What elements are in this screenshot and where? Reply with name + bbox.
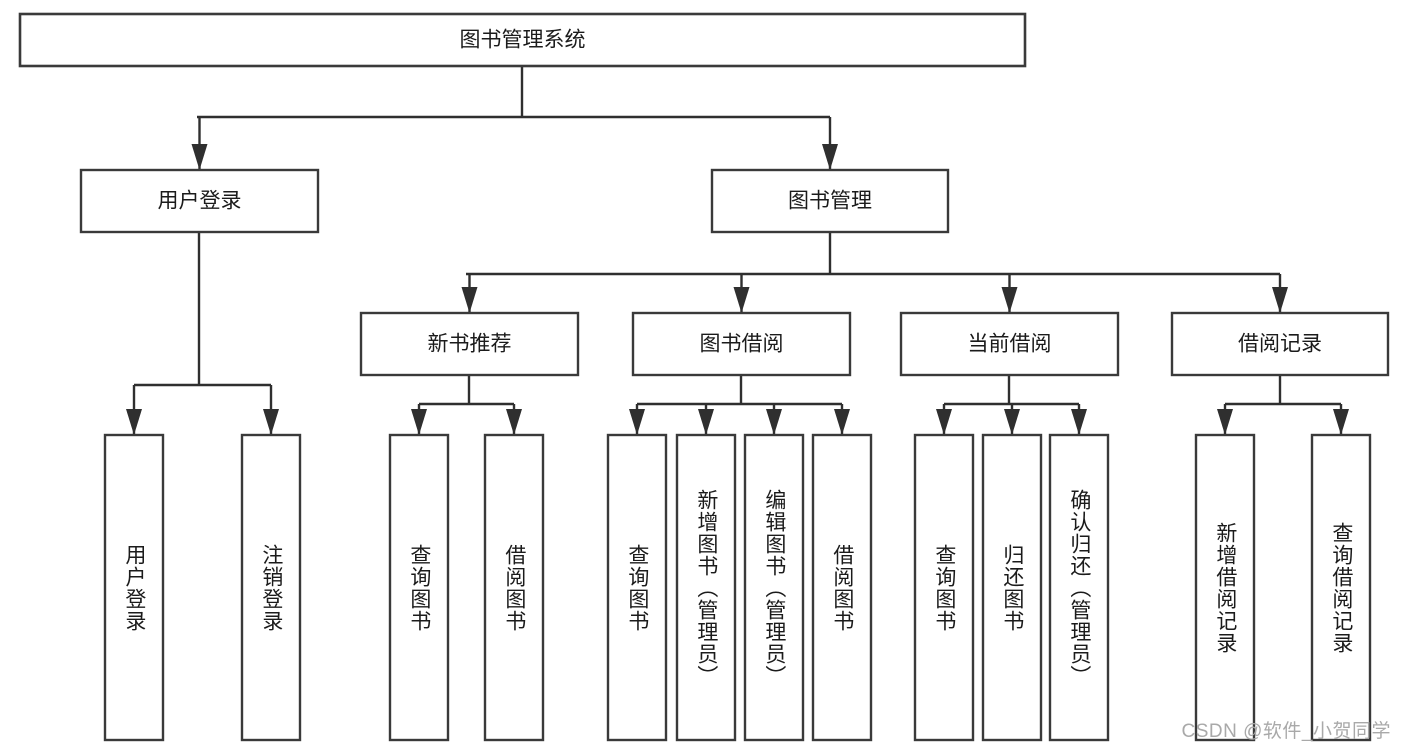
- node-box-leaf-7[interactable]: [811, 433, 873, 742]
- arrow-head-icon-login-0: [126, 409, 142, 435]
- node-label-level3-1: 图书借阅: [700, 333, 784, 356]
- arrow-head-icon-borrow-2: [766, 409, 782, 435]
- node-label-level3-0: 新书推荐: [428, 333, 512, 356]
- node-boxes-layer: [18, 12, 1390, 742]
- arrow-head-icon-newbook-0: [411, 409, 427, 435]
- node-box-leaf-1[interactable]: [240, 433, 302, 742]
- arrow-head-icon-current-0: [936, 409, 952, 435]
- arrow-head-icon-borrow-1: [698, 409, 714, 435]
- node-box-leaf-3[interactable]: [483, 433, 545, 742]
- arrow-head-icon-borrow-0: [629, 409, 645, 435]
- node-label-root: 图书管理系统: [460, 29, 586, 52]
- node-box-leaf-4[interactable]: [606, 433, 668, 742]
- arrow-head-icon-root-0: [191, 144, 208, 170]
- node-box-leaf-6[interactable]: [743, 433, 805, 742]
- arrow-head-icon-record-1: [1333, 409, 1349, 435]
- arrow-head-icon-level3-1: [733, 287, 750, 313]
- arrow-head-icon-root-1: [822, 144, 838, 170]
- node-label-level2-0: 用户登录: [158, 190, 242, 213]
- node-box-leaf-11[interactable]: [1194, 433, 1256, 742]
- arrow-head-icon-level3-3: [1272, 287, 1288, 313]
- watermark-text: CSDN @软件_小贺同学: [1181, 721, 1391, 742]
- node-box-leaf-10[interactable]: [1048, 433, 1110, 742]
- arrow-head-icon-borrow-3: [834, 409, 850, 435]
- arrow-head-icon-newbook-1: [506, 409, 522, 435]
- connector-lines-layer: [126, 66, 1349, 435]
- node-box-level2-1[interactable]: [710, 168, 950, 234]
- node-box-leaf-0[interactable]: [103, 433, 165, 742]
- arrow-head-icon-current-2: [1071, 409, 1087, 435]
- arrow-head-icon-current-1: [1004, 409, 1020, 435]
- node-box-root[interactable]: [18, 12, 1027, 68]
- node-box-leaf-2[interactable]: [388, 433, 450, 742]
- node-box-level3-3[interactable]: [1170, 311, 1390, 377]
- node-label-level3-2: 当前借阅: [968, 333, 1052, 356]
- arrow-head-icon-level3-2: [1001, 287, 1018, 313]
- arrow-head-icon-level3-0: [461, 287, 478, 313]
- node-box-level3-1[interactable]: [631, 311, 852, 377]
- arrow-head-icon-record-0: [1217, 409, 1233, 435]
- arrow-head-icon-login-1: [263, 409, 279, 435]
- node-box-level3-2[interactable]: [899, 311, 1120, 377]
- node-label-level3-3: 借阅记录: [1238, 333, 1322, 356]
- node-box-leaf-5[interactable]: [675, 433, 737, 742]
- node-label-level2-1: 图书管理: [788, 190, 872, 213]
- node-box-level3-0[interactable]: [359, 311, 580, 377]
- node-box-leaf-9[interactable]: [981, 433, 1043, 742]
- node-box-leaf-8[interactable]: [913, 433, 975, 742]
- node-box-level2-0[interactable]: [79, 168, 320, 234]
- node-box-leaf-12[interactable]: [1310, 433, 1372, 742]
